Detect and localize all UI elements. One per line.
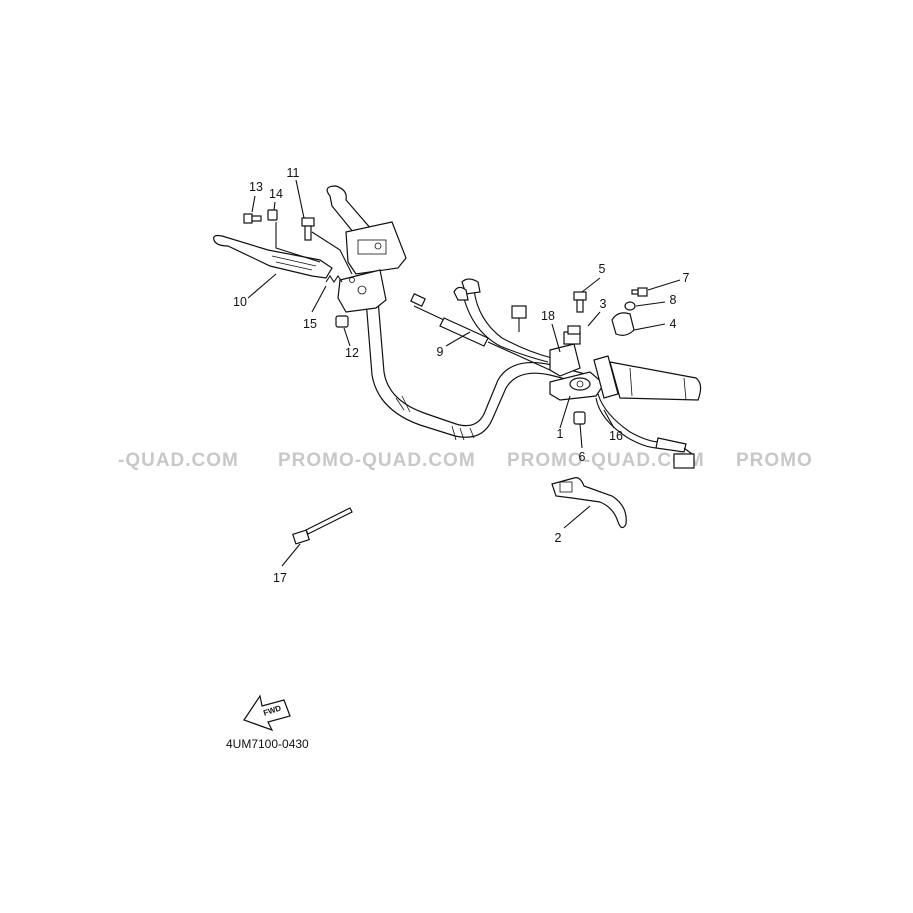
callout-16: 16 [609,429,623,443]
watermark: -QUAD.COM PROMO-QUAD.COM PROMO-QUAD.COM … [118,450,813,471]
callout-9: 9 [437,345,444,359]
callout-6: 6 [579,450,586,464]
throttle-cable [410,293,551,371]
callout-7: 7 [683,271,690,285]
screw-part [631,287,648,297]
spring-part [325,275,343,283]
watermark-text: PROMO-QUAD.COM [278,450,476,471]
callout-17: 17 [273,571,287,585]
leader-lines [247,179,681,567]
nut-part [335,315,349,328]
callout-5: 5 [599,262,606,276]
diagram-code: 4UM7100-0430 [226,737,309,751]
clamp-part [611,312,635,336]
bolt-part [573,291,587,313]
watermark-text: PROMO-QUAD.COM [507,450,705,471]
forward-arrow-icon: FWD [243,694,291,732]
bolt-part [243,213,262,224]
callout-13: 13 [249,180,263,194]
watermark-text: -QUAD.COM [118,450,239,471]
left-clamp [337,269,387,313]
right-grip [593,355,702,401]
washer-part [624,301,636,311]
nut-part [573,411,586,425]
switch-housing [549,325,581,377]
callout-3: 3 [600,297,607,311]
left-grip [326,185,407,275]
callout-8: 8 [670,293,677,307]
nut-part [267,209,278,221]
callout-10: 10 [233,295,247,309]
cable-tie [292,507,353,545]
callout-labels: 1 2 3 4 5 6 7 8 9 10 11 12 13 14 15 16 1… [233,166,689,585]
callout-18: 18 [541,309,555,323]
callout-2: 2 [555,531,562,545]
callout-14: 14 [269,187,283,201]
watermark-text: PROMO [736,450,813,471]
bolt-part [301,217,315,241]
left-lever [213,234,333,279]
wire-harness [453,278,553,363]
right-lever [551,477,627,529]
callout-11: 11 [287,166,300,180]
callout-12: 12 [345,346,359,360]
callout-4: 4 [670,317,677,331]
callout-1: 1 [557,427,564,441]
lever-bracket [549,371,605,401]
wire-lead [595,393,695,469]
callout-15: 15 [303,317,317,331]
